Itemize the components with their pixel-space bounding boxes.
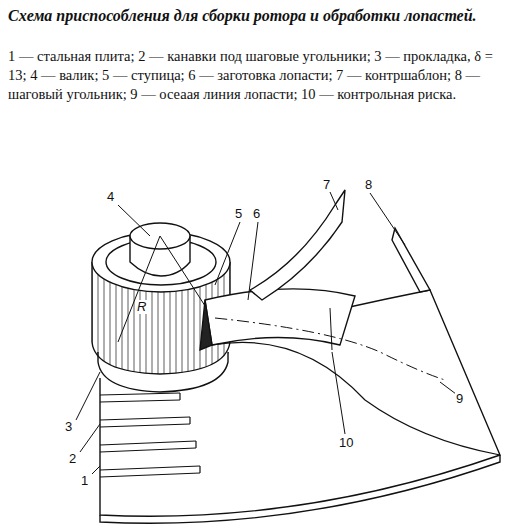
callout-number: 1	[80, 474, 89, 488]
plate-edge	[100, 455, 500, 523]
counter-template	[250, 190, 345, 300]
callout-number: 5	[234, 207, 243, 221]
callout-number: 8	[364, 178, 373, 192]
blade-axis	[215, 318, 445, 380]
dimension-label: R	[136, 300, 147, 314]
callout-number: 3	[64, 420, 73, 434]
callout-number: 7	[322, 178, 331, 192]
callout-number: 6	[252, 207, 261, 221]
figure-title: Схема приспособления для сборки ротора и…	[8, 6, 503, 26]
leader-lines	[76, 192, 456, 474]
callout-number: 2	[68, 452, 77, 466]
callout-number: 9	[455, 392, 464, 406]
blade-root	[200, 300, 212, 350]
callout-number: 4	[106, 190, 115, 204]
callout-number: 10	[338, 436, 354, 450]
blade-surface	[212, 342, 500, 455]
control-mark	[330, 308, 332, 350]
step-square	[392, 228, 430, 292]
figure-legend-text: 1 — стальная плита; 2 — канавки под шаго…	[8, 47, 503, 104]
step-grooves	[100, 393, 200, 477]
